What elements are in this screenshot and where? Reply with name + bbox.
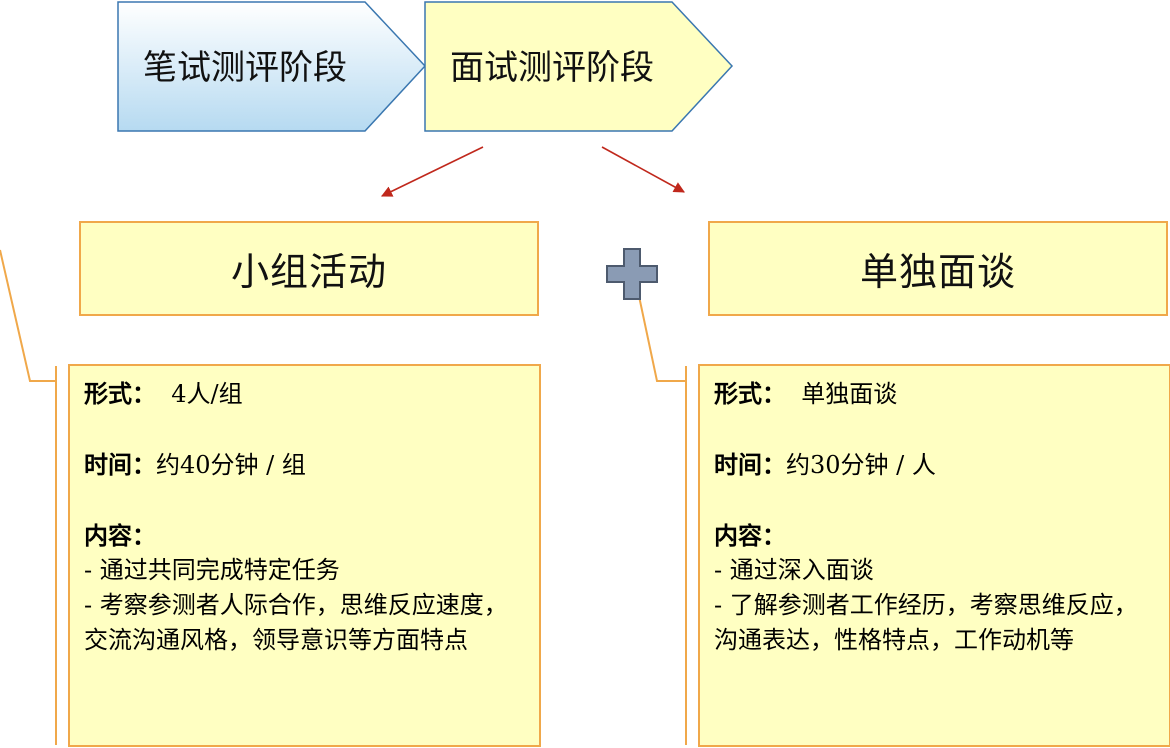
arrow-to-group-activity — [380, 146, 484, 197]
time-row: 时间：约40分钟 / 组 — [84, 447, 525, 483]
form-row: 形式： 单独面谈 — [714, 376, 1155, 412]
time-label: 时间： — [714, 450, 786, 479]
callout-line-right — [635, 281, 686, 382]
stage-written-chevron — [117, 1, 427, 132]
group-activity-detail-box: 形式： 4人/组 时间：约40分钟 / 组 内容： - 通过共同完成特定任务 -… — [68, 364, 541, 747]
form-value: 4人/组 — [171, 380, 243, 408]
content-bullet: - 通过深入面谈 — [714, 556, 874, 584]
stage-written-label: 笔试测评阶段 — [143, 48, 347, 88]
content-bullet: - 考察参测者人际合作，思维反应速度，交流沟通风格，领导意识等方面特点 — [84, 591, 508, 654]
group-activity-title: 小组活动 — [230, 250, 387, 294]
form-label: 形式： — [84, 379, 156, 408]
individual-interview-title: 单独面谈 — [859, 250, 1016, 294]
arrow-to-individual-interview — [601, 146, 685, 193]
time-value: 约40分钟 / 组 — [156, 451, 306, 479]
content-label: 内容： — [84, 521, 156, 550]
time-value: 约30分钟 / 人 — [786, 451, 936, 479]
form-label: 形式： — [714, 379, 786, 408]
form-row: 形式： 4人/组 — [84, 376, 525, 412]
stage-interview-label: 面试测评阶段 — [450, 48, 654, 88]
time-label: 时间： — [84, 450, 156, 479]
individual-interview-detail-box: 形式： 单独面谈 时间：约30分钟 / 人 内容： - 通过深入面谈 - 了解参… — [698, 364, 1170, 747]
individual-interview-title-box: 单独面谈 — [708, 221, 1168, 316]
plus-icon — [606, 248, 658, 300]
time-row: 时间：约30分钟 / 人 — [714, 447, 1155, 483]
content-label: 内容： — [714, 521, 786, 550]
callout-line-left — [0, 249, 56, 382]
stage-interview-chevron — [424, 1, 734, 132]
content-bullet: - 通过共同完成特定任务 — [84, 556, 340, 584]
group-activity-title-box: 小组活动 — [79, 221, 539, 316]
form-value: 单独面谈 — [801, 380, 898, 408]
content-bullet: - 了解参测者工作经历，考察思维反应，沟通表达，性格特点，工作动机等 — [714, 591, 1138, 654]
